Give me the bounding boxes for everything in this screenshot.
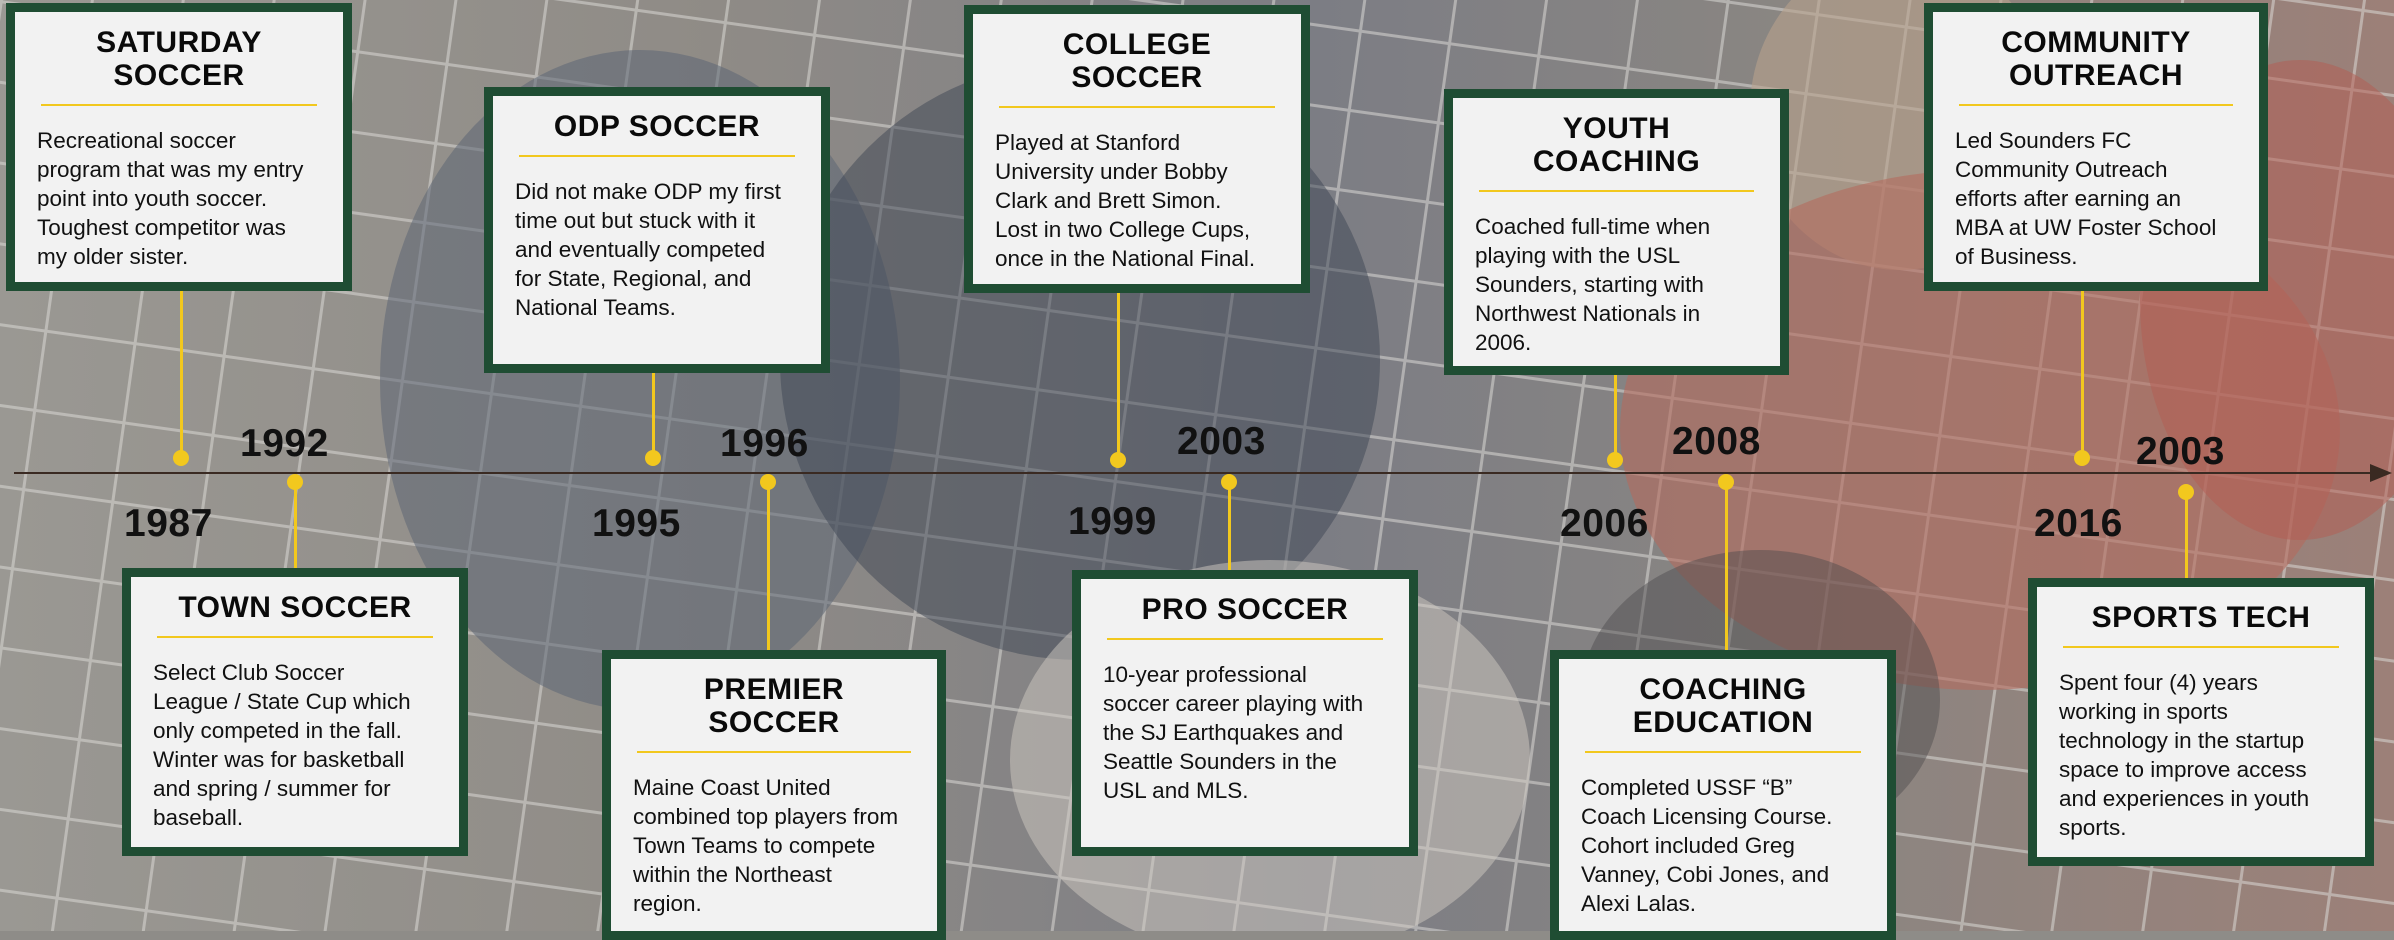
- event-card-odp-soccer: ODP SOCCER Did not make ODP my first tim…: [484, 87, 830, 373]
- card-description: Completed USSF “B” Coach Licensing Cours…: [1581, 775, 1833, 916]
- card-title: TOWN SOCCER: [157, 591, 433, 638]
- event-card-town-soccer: TOWN SOCCER Select Club Soccer League / …: [122, 568, 468, 856]
- card-description: Did not make ODP my first time out but s…: [515, 179, 781, 320]
- event-card-youth-coaching: YOUTH COACHING Coached full-time when pl…: [1444, 89, 1789, 375]
- connector-line: [652, 373, 655, 459]
- connector-line: [2081, 288, 2084, 458]
- card-description: Led Sounders FC Community Outreach effor…: [1955, 128, 2217, 269]
- card-description: Maine Coast United combined top players …: [633, 775, 899, 916]
- card-title: SATURDAY SOCCER: [41, 26, 317, 106]
- connector-line: [180, 288, 183, 458]
- timeline-dot: [645, 450, 661, 466]
- connector-line: [1725, 482, 1728, 650]
- card-description: Spent four (4) years working in sports t…: [2059, 670, 2310, 840]
- card-description: Played at Stanford University under Bobb…: [995, 130, 1256, 271]
- year-label: 1987: [124, 502, 213, 545]
- year-label: 1996: [720, 422, 809, 465]
- year-label: 2016: [2034, 502, 2123, 545]
- timeline-dot: [1221, 474, 1237, 490]
- card-title: ODP SOCCER: [519, 110, 795, 157]
- timeline-dot: [1718, 474, 1734, 490]
- card-title: PREMIER SOCCER: [637, 673, 911, 753]
- card-description: 10-year professional soccer career playi…: [1103, 662, 1364, 803]
- year-label: 2006: [1560, 502, 1649, 545]
- connector-line: [1614, 374, 1617, 460]
- event-card-college-soccer: COLLEGE SOCCER Played at Stanford Univer…: [964, 5, 1310, 293]
- event-card-premier-soccer: PREMIER SOCCER Maine Coast United combin…: [602, 650, 946, 940]
- event-card-saturday-soccer: SATURDAY SOCCER Recreational soccer prog…: [6, 3, 352, 291]
- axis-arrowhead: [2370, 464, 2392, 482]
- year-label: 1992: [240, 422, 329, 465]
- card-title: SPORTS TECH: [2063, 601, 2339, 648]
- connector-line: [1117, 290, 1120, 460]
- connector-line: [294, 482, 297, 568]
- card-title: PRO SOCCER: [1107, 593, 1383, 640]
- year-label: 1995: [592, 502, 681, 545]
- timeline-axis: [14, 472, 2374, 474]
- timeline-dot: [1110, 452, 1126, 468]
- timeline-dot: [173, 450, 189, 466]
- timeline-dot: [287, 474, 303, 490]
- year-label: 1999: [1068, 500, 1157, 543]
- event-card-sports-tech: SPORTS TECH Spent four (4) years working…: [2028, 578, 2374, 866]
- timeline-dot: [760, 474, 776, 490]
- connector-line: [767, 482, 770, 650]
- card-title: COLLEGE SOCCER: [999, 28, 1275, 108]
- year-label: 2008: [1672, 420, 1761, 463]
- year-label: 2003: [2136, 430, 2225, 473]
- card-description: Select Club Soccer League / State Cup wh…: [153, 660, 411, 830]
- card-title: YOUTH COACHING: [1479, 112, 1754, 192]
- timeline-dot: [2178, 484, 2194, 500]
- card-description: Recreational soccer program that was my …: [37, 128, 304, 269]
- year-label: 2003: [1177, 420, 1266, 463]
- timeline-dot: [1607, 452, 1623, 468]
- event-card-pro-soccer: PRO SOCCER 10-year professional soccer c…: [1072, 570, 1418, 856]
- connector-line: [2185, 492, 2188, 578]
- timeline-dot: [2074, 450, 2090, 466]
- connector-line: [1228, 482, 1231, 570]
- card-description: Coached full-time when playing with the …: [1475, 214, 1711, 355]
